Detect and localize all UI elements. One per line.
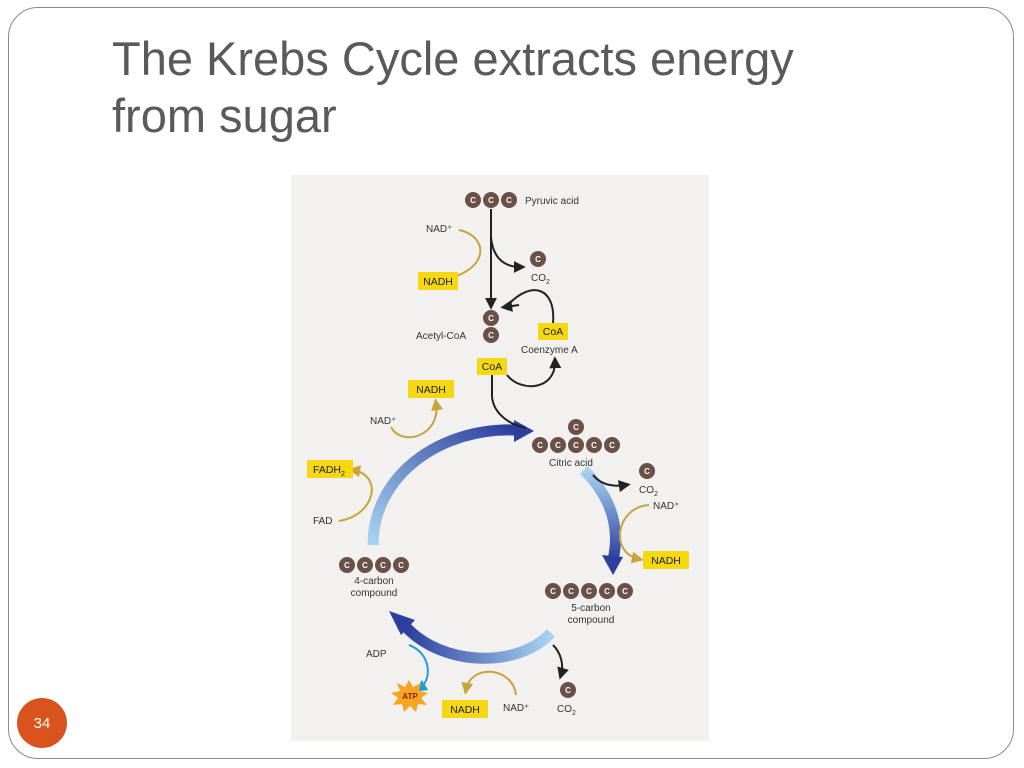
four-carbon-label-2: compound	[351, 588, 398, 599]
nad-to-nadh-arrow-bottom	[461, 670, 517, 696]
carbon-label: C	[537, 441, 543, 450]
carbon-label: C	[488, 331, 494, 340]
coa-box-coenzyme	[538, 323, 568, 340]
cycle-arc-right	[580, 466, 623, 575]
carbon-label: C	[565, 686, 571, 695]
title-line-2: from sugar	[112, 89, 337, 142]
nadh-box-bottom	[442, 700, 488, 718]
adp-label: ADP	[366, 649, 387, 660]
nad-plus-label-left: NAD⁺	[370, 416, 396, 427]
carbon-label: C	[644, 467, 650, 476]
coa-label-coenzyme: CoA	[543, 326, 563, 338]
five-carbon-label-1: 5-carbon	[571, 603, 610, 614]
carbon-label: C	[344, 561, 350, 570]
carbon-label: C	[591, 441, 597, 450]
acetyl-coa-molecule: C C	[483, 310, 499, 343]
nad-to-nadh-arrow-left	[390, 398, 443, 439]
four-carbon-label-1: 4-carbon	[354, 576, 393, 587]
citric-acid-molecule: C C C C C C	[532, 419, 620, 453]
co2-release-arrow-top	[490, 236, 526, 273]
cycle-arc-top	[367, 420, 534, 546]
nadh-label-right: NADH	[651, 555, 681, 567]
coenzyme-loop-upper	[507, 289, 555, 324]
coa-box-acetyl	[477, 358, 507, 375]
acetyl-coa-label: Acetyl-CoA	[416, 331, 466, 342]
coenzyme-loop-lower	[506, 356, 562, 388]
co2-label-right: CO2	[639, 485, 658, 498]
carbon-label: C	[573, 441, 579, 450]
co2-release-arrow-bottom	[552, 644, 569, 680]
carbon-label: C	[488, 314, 494, 323]
carbon-label: C	[604, 587, 610, 596]
coenzyme-arrow-head	[500, 300, 520, 312]
carbon-label: C	[622, 587, 628, 596]
five-carbon-molecule: C C C C C	[545, 583, 633, 599]
carbon-label: C	[555, 441, 561, 450]
carbon-label: C	[609, 441, 615, 450]
co2-label-top: CO2	[531, 273, 550, 286]
krebs-cycle-diagram: C C C Pyruvic acid NAD⁺ NADH C CO2 C C A…	[291, 175, 709, 741]
carbon-label: C	[550, 587, 556, 596]
five-carbon-label-2: compound	[568, 615, 615, 626]
nad-plus-label-top: NAD⁺	[426, 224, 452, 235]
page-number-badge: 34	[17, 698, 67, 748]
carbon-label: C	[398, 561, 404, 570]
adp-to-atp-arrow	[408, 644, 429, 692]
nadh-box-top	[418, 272, 458, 290]
slide-title: The Krebs Cycle extracts energy from sug…	[112, 30, 932, 144]
carbon-ball	[530, 251, 546, 267]
nadh-label-bottom: NADH	[450, 704, 480, 716]
fad-label: FAD	[313, 516, 332, 527]
nadh-box-right	[643, 551, 689, 569]
carbon-label: C	[488, 196, 494, 205]
four-carbon-molecule: C C C C	[339, 557, 409, 573]
nadh-label-left: NADH	[416, 384, 446, 396]
nad-to-nadh-arrow-right	[618, 504, 650, 564]
nad-plus-label-right: NAD⁺	[653, 501, 679, 512]
carbon-label: C	[568, 587, 574, 596]
carbon-label: C	[506, 196, 512, 205]
carbon-label: C	[470, 196, 476, 205]
atp-burst-icon	[391, 680, 428, 712]
coa-label-acetyl: CoA	[482, 361, 502, 373]
carbon-label: C	[573, 423, 579, 432]
nadh-box-left	[408, 380, 454, 398]
carbon-ball	[639, 463, 655, 479]
pyruvic-acid-label: Pyruvic acid	[525, 196, 579, 207]
carbon-label: C	[535, 255, 541, 264]
atp-label: ATP	[402, 692, 418, 701]
co2-label-bottom: CO2	[557, 704, 576, 717]
carbon-label: C	[586, 587, 592, 596]
title-line-1: The Krebs Cycle extracts energy	[112, 32, 794, 85]
fad-to-fadh2-arrow	[338, 465, 373, 522]
nad-plus-label-bottom: NAD⁺	[503, 703, 529, 714]
nadh-label-top: NADH	[423, 276, 453, 288]
citric-acid-label: Citric acid	[549, 458, 593, 469]
co2-release-arrow-right	[592, 474, 631, 493]
carbon-label: C	[362, 561, 368, 570]
cycle-arc-bottom	[389, 611, 555, 664]
pyruvic-acid-molecule: C C C	[465, 192, 517, 208]
carbon-ball	[560, 682, 576, 698]
coenzyme-a-label: Coenzyme A	[521, 345, 578, 356]
fadh2-box	[307, 460, 353, 478]
carbon-label: C	[380, 561, 386, 570]
acetyl-to-citric-arrow	[491, 375, 527, 429]
fadh2-label: FADH2	[313, 464, 345, 478]
